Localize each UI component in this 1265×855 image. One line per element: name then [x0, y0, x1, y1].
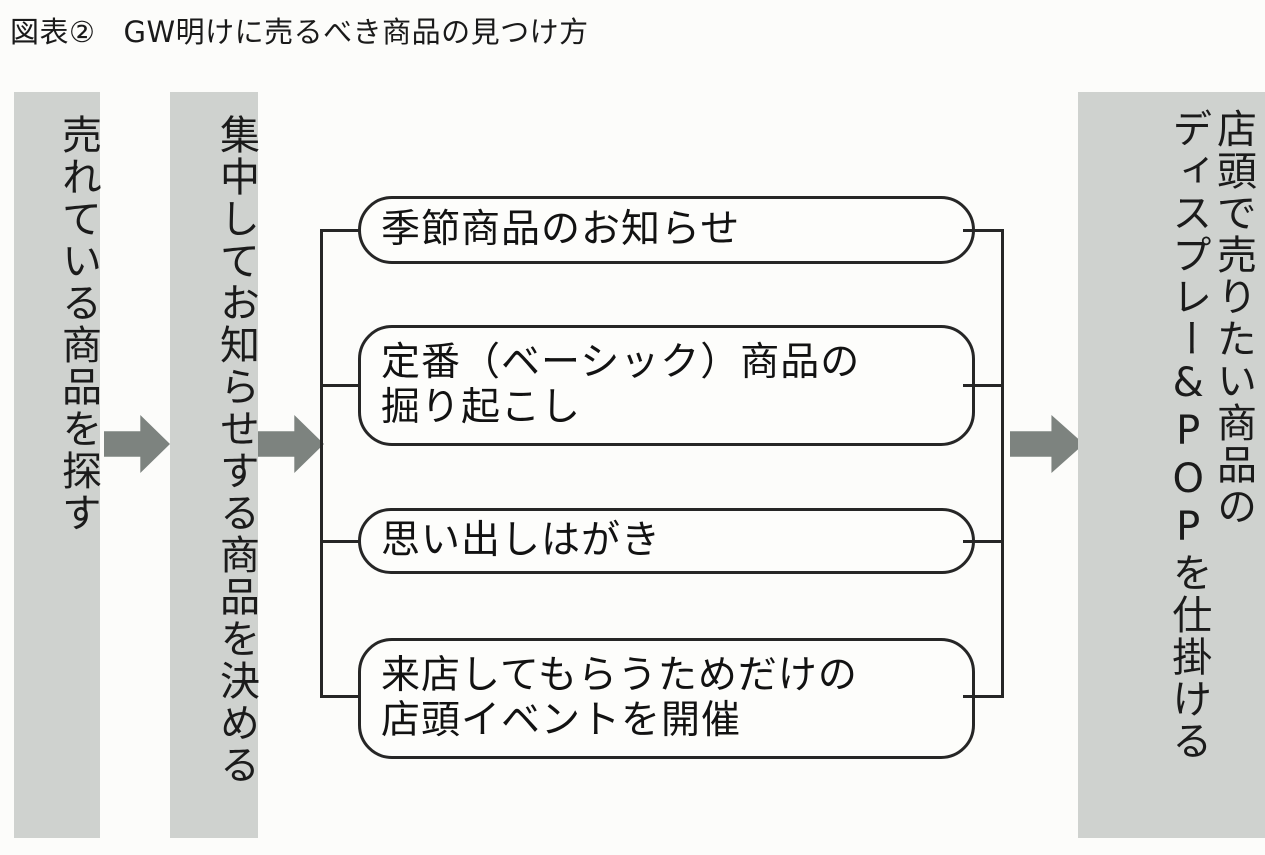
bracket-spine-left	[320, 229, 323, 698]
stage-bar-label: 店頭で売りたい商品の	[1210, 108, 1256, 528]
arrow-right-icon-2	[258, 415, 324, 473]
bracket-stub-right-4	[963, 695, 1004, 698]
bracket-stub-left-2	[320, 384, 360, 387]
item-box-line: 季節商品のお知らせ	[381, 206, 741, 252]
stage-bar-label: ディスプレー&POPを仕掛ける	[1165, 108, 1212, 762]
item-box-line: 定番（ベーシック）商品の	[381, 340, 861, 386]
item-box-in-store-event[interactable]: 来店してもらうためだけの 店頭イベントを開催	[358, 638, 975, 759]
arrow-right-icon-3	[1010, 415, 1084, 473]
stage-bar-label: 集中してお知らせする商品を決める	[213, 114, 259, 786]
bracket-stub-left-4	[320, 695, 360, 698]
item-box-reminder-postcard[interactable]: 思い出しはがき	[358, 508, 975, 574]
stage-bar-display-and-pop: 店頭で売りたい商品の ディスプレー&POPを仕掛ける	[1078, 92, 1265, 838]
item-box-line: 掘り起こし	[381, 384, 582, 430]
figure-number-label: 図表②	[10, 14, 96, 49]
bracket-stub-left-1	[320, 229, 360, 232]
arrow-right-icon-1	[104, 415, 170, 473]
bracket-stub-left-3	[320, 540, 360, 543]
page-title: GW明けに売るべき商品の見つけ方	[123, 14, 589, 49]
item-box-seasonal-product-announcement[interactable]: 季節商品のお知らせ	[358, 196, 975, 264]
bracket-stub-right-3	[963, 540, 1004, 543]
item-box-line: 思い出しはがき	[381, 517, 662, 563]
item-box-line: 店頭イベントを開催	[381, 697, 742, 743]
figure-title: 図表② GW明けに売るべき商品の見つけ方	[10, 8, 910, 56]
item-box-basic-product-excavation[interactable]: 定番（ベーシック）商品の 掘り起こし	[358, 325, 975, 446]
bracket-stub-right-2	[963, 384, 1004, 387]
bracket-stub-right-1	[963, 229, 1004, 232]
bracket-spine-right	[1001, 229, 1004, 698]
stage-bar-find-selling-products: 売れている商品を探す	[14, 92, 101, 838]
stage-bar-label: 売れている商品を探す	[55, 114, 101, 534]
stage-bar-decide-products-to-announce: 集中してお知らせする商品を決める	[170, 92, 259, 838]
item-box-line: 来店してもらうためだけの	[381, 653, 858, 699]
